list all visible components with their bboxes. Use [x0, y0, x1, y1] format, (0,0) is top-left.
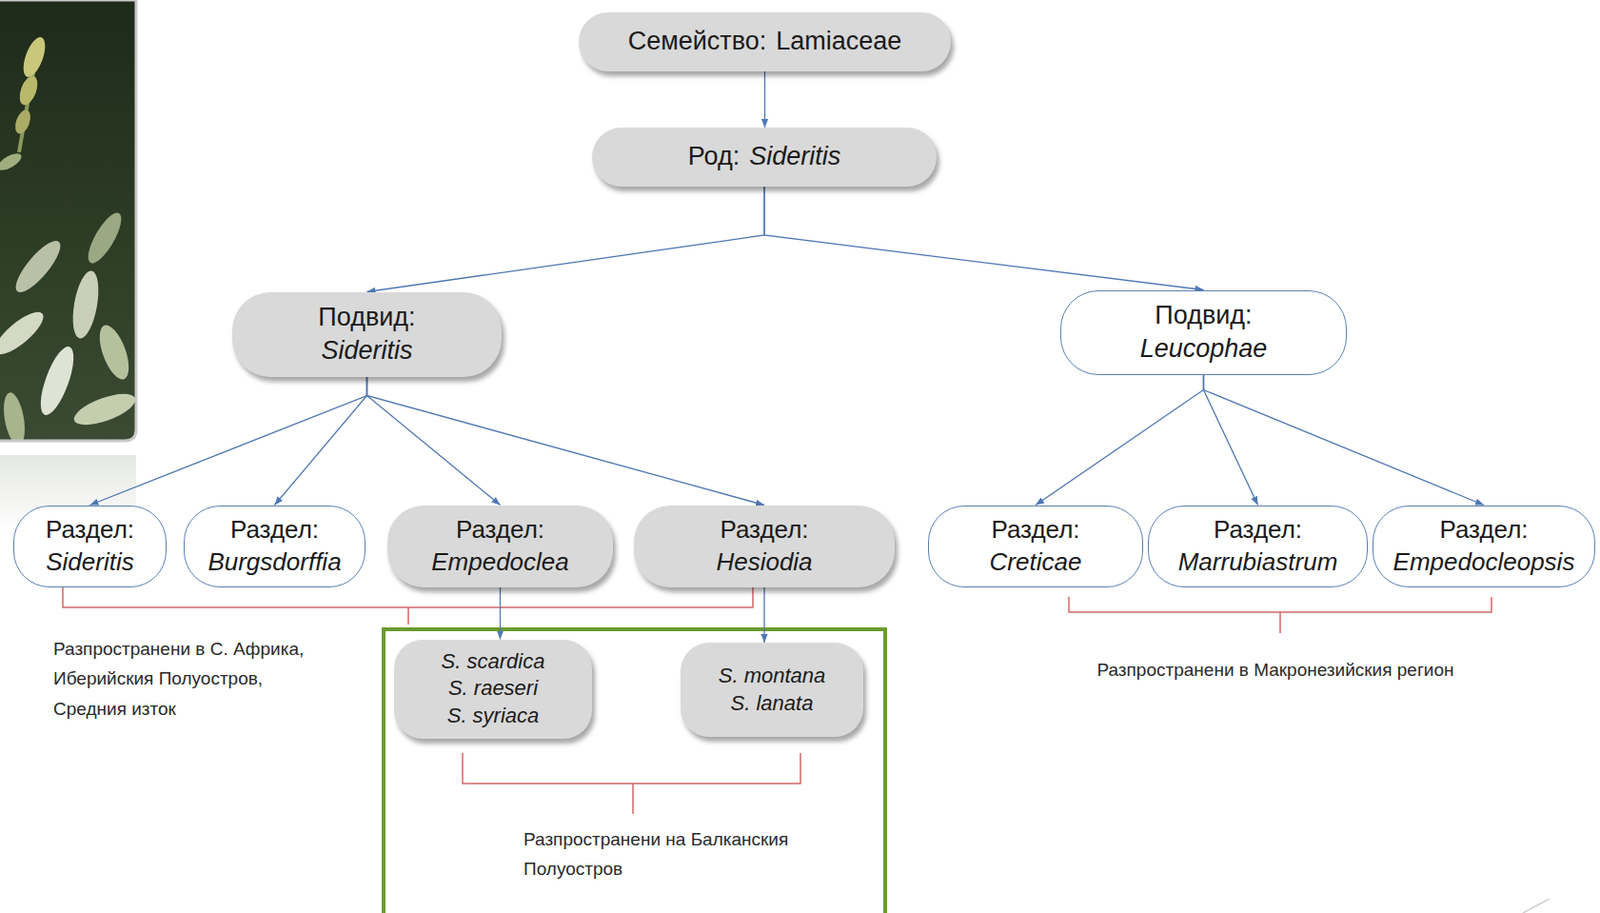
node-text: S. lanata — [730, 690, 814, 718]
node-text: Семейство: — [628, 24, 768, 59]
leaf — [0, 150, 24, 174]
leaf — [9, 235, 68, 298]
node-text: Подвид: — [317, 300, 415, 335]
family-box: Семейство:Lamiaceae — [578, 12, 951, 72]
node-text: Род: — [688, 139, 741, 174]
leaf — [68, 268, 103, 340]
connector-arrow — [764, 186, 1205, 291]
genus-box: Род:Sideritis — [592, 127, 937, 187]
section-box: Раздел:Creticae — [928, 505, 1144, 588]
bracket — [62, 587, 1492, 814]
distribution-note: Разпространени в Макронезийския регион — [1037, 654, 1514, 685]
node-text: Sideritis — [45, 546, 134, 579]
leaf — [81, 208, 127, 268]
section-box: Раздел:Empedocleopsis — [1372, 505, 1596, 588]
node-text: S. syriaca — [447, 702, 540, 731]
leaf — [93, 321, 135, 384]
bracket-right — [1068, 596, 1492, 633]
node-text: Раздел: — [45, 513, 135, 547]
node-text: Раздел: — [1213, 513, 1303, 547]
node-text: Creticae — [989, 546, 1083, 579]
node-text: Sideritis — [749, 139, 841, 174]
connector-arrow — [1035, 375, 1205, 506]
plant-photo — [0, 0, 139, 447]
leaf — [0, 391, 28, 448]
leaf — [0, 305, 50, 361]
node-text: Подвид: — [1154, 298, 1252, 333]
distribution-note: Разпространени в С. Африка, Иберийския П… — [53, 633, 339, 724]
node-text: S. raeseri — [448, 674, 538, 703]
highlight-frame — [383, 629, 886, 913]
node-text: Burgsdorffia — [207, 546, 341, 579]
leaf — [70, 387, 139, 432]
connector-arrow — [90, 376, 368, 506]
corner-ornament — [1522, 898, 1550, 913]
node-text: S. montana — [718, 662, 827, 691]
flower-spike — [19, 34, 50, 80]
section-box: Раздел:Burgsdorffia — [183, 505, 366, 588]
section-box: Раздел:Sideritis — [13, 505, 167, 588]
node-text: Раздел: — [230, 513, 319, 547]
subgenus-box: Подвид:Leucophae — [1060, 290, 1347, 376]
node-text: S. scardica — [441, 648, 546, 676]
connector-arrow — [1204, 375, 1485, 506]
node-text: Sideritis — [320, 334, 413, 368]
flower-spike — [16, 73, 41, 108]
connector-arrow — [763, 587, 765, 644]
connector-arrow — [367, 376, 766, 506]
node-text: Leucophae — [1140, 332, 1268, 366]
connector-arrow — [367, 376, 501, 506]
section-box: Раздел:Marrubiastrum — [1147, 505, 1368, 588]
connector-arrow — [367, 186, 766, 293]
connector-arrow — [499, 587, 501, 640]
subgenus-box: Подвид:Sideritis — [232, 292, 502, 377]
node-text: Marrubiastrum — [1178, 546, 1339, 579]
node-text: Hesiodia — [715, 546, 812, 579]
node-text: Empedoclea — [431, 546, 570, 579]
node-text: Empedocleopsis — [1393, 546, 1576, 579]
photo-ground — [0, 0, 137, 441]
distribution-note: Разпространени на Балканския Полуостров — [523, 824, 791, 885]
node-text: Раздел: — [1439, 513, 1528, 547]
bracket-left — [62, 587, 753, 625]
connector-arrow — [764, 71, 766, 128]
species-box: S. scardicaS. raeseriS. syriaca — [394, 639, 593, 739]
section-box: Раздел:Empedoclea — [387, 505, 613, 588]
connector-arrow — [1204, 375, 1259, 506]
node-text: Раздел: — [990, 513, 1080, 547]
connector-arrow — [275, 376, 368, 506]
section-box: Раздел:Hesiodia — [633, 505, 895, 588]
bracket-balkan — [462, 752, 801, 814]
node-text: Раздел: — [455, 513, 545, 547]
node-text: Раздел: — [719, 513, 809, 547]
flower-spike — [12, 107, 34, 136]
species-box: S. montanaS. lanata — [680, 642, 864, 737]
leaf — [34, 342, 81, 419]
node-text: Lamiaceae — [775, 24, 902, 59]
photo-frame — [0, 0, 137, 441]
